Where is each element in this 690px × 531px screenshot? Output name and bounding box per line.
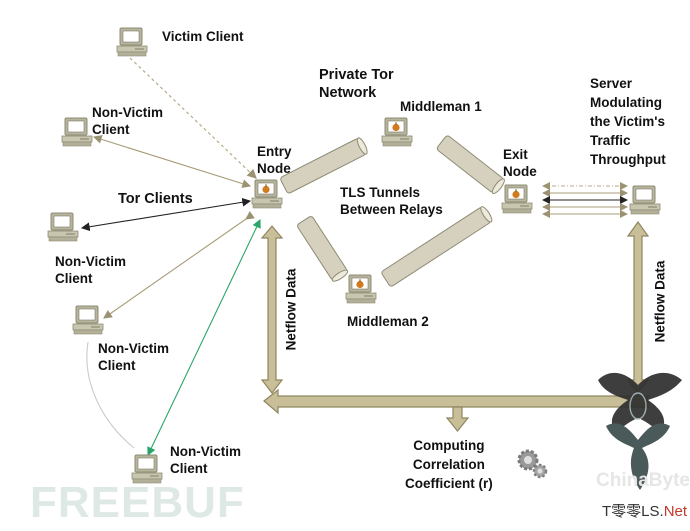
middleman-2-computer-icon bbox=[346, 275, 376, 303]
non-victim-client-4-label: Non-Victim Client bbox=[170, 444, 242, 476]
non-victim-client-2-label: Non-Victim Client bbox=[55, 254, 127, 286]
tls-tunnels-label: TLS Tunnels Between Relays bbox=[340, 185, 443, 217]
netflow-data-right-label: Netflow Data bbox=[652, 260, 668, 343]
chinabyte-emblem-watermark bbox=[598, 372, 682, 490]
private-tor-network-title: Private Tor Network bbox=[319, 67, 394, 101]
server-label: Server Modulating the Victim's Traffic T… bbox=[590, 76, 666, 167]
victim-client-computer-icon bbox=[116, 27, 148, 57]
non-victim-client-1-computer-icon bbox=[61, 117, 93, 147]
server-computer-icon bbox=[629, 185, 661, 215]
middleman-2-label: Middleman 2 bbox=[347, 314, 429, 329]
exit-node-computer-icon bbox=[502, 185, 532, 213]
exit-node-label: Exit Node bbox=[503, 147, 537, 179]
tunnel-middleman1-exit bbox=[436, 135, 505, 194]
curved-link bbox=[86, 341, 135, 449]
chinabyte-watermark: ChinaByte bbox=[596, 470, 690, 491]
tunnel-middleman2-exit bbox=[381, 206, 493, 287]
tunnel-entry-middleman2 bbox=[297, 216, 349, 282]
site-watermark: T零零LS.Net bbox=[602, 500, 687, 521]
entry-node-computer-icon bbox=[252, 180, 282, 208]
non-victim-client-3-computer-icon bbox=[72, 305, 104, 335]
non-victim-4-link bbox=[147, 219, 261, 456]
victim-client-label: Victim Client bbox=[162, 29, 244, 44]
netflow-data-left-label: Netflow Data bbox=[283, 268, 299, 351]
middleman-1-label: Middleman 1 bbox=[400, 99, 482, 114]
non-victim-client-3-label: Non-Victim Client bbox=[98, 341, 170, 373]
gears-icon bbox=[517, 449, 548, 479]
site-watermark-prefix: T零零LS. bbox=[602, 503, 664, 520]
computing-correlation-label: Computing Correlation Coefficient (r) bbox=[405, 438, 493, 491]
non-victim-1-link bbox=[92, 135, 252, 188]
middleman-1-computer-icon bbox=[382, 118, 412, 146]
freebuf-watermark: FREEBUF bbox=[30, 478, 245, 527]
site-watermark-suffix: Net bbox=[663, 503, 688, 520]
tor-clients-label: Tor Clients bbox=[118, 191, 193, 207]
tunnel-entry-middleman1 bbox=[280, 137, 368, 194]
exit-server-links bbox=[542, 182, 628, 218]
non-victim-client-1-label: Non-Victim Client bbox=[92, 105, 164, 137]
entry-node-label: Entry Node bbox=[257, 144, 292, 176]
non-victim-client-2-computer-icon bbox=[47, 212, 79, 242]
